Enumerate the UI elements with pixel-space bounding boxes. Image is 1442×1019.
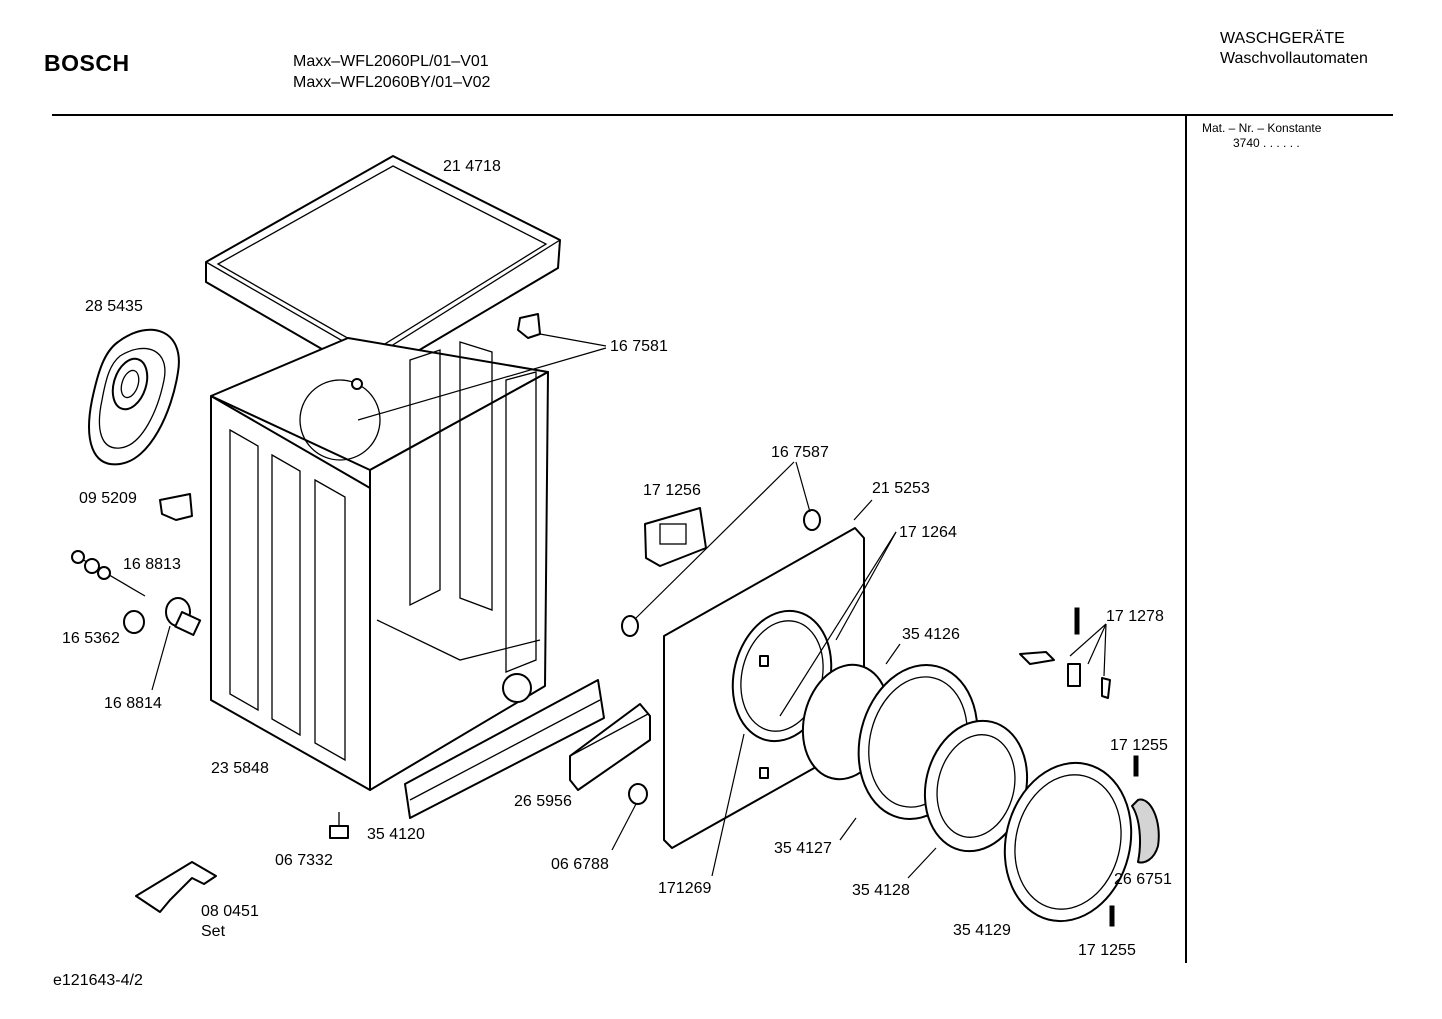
part-label: 21 5253 <box>872 480 930 497</box>
cabinet-housing-part <box>210 337 549 791</box>
pin-part <box>1109 755 1139 927</box>
door-outer-ring-part <box>1003 761 1133 923</box>
part-label: 16 7581 <box>610 338 668 355</box>
leader-lines <box>151 333 1107 879</box>
part-label: 09 5209 <box>79 490 137 507</box>
part-label: 35 4129 <box>953 922 1011 939</box>
mat-nr-value: 3740 . . . . . . <box>1233 136 1300 150</box>
part-label: 28 5435 <box>85 298 143 315</box>
door-lock-part <box>644 507 707 567</box>
header-divider <box>52 114 1393 116</box>
part-label: 17 1278 <box>1106 608 1164 625</box>
part-label: 16 8813 <box>123 556 181 573</box>
drawing-code: e121643-4/2 <box>53 972 143 989</box>
part-label: 17 1255 <box>1110 737 1168 754</box>
part-label: 17 1264 <box>899 524 957 541</box>
top-cover-part <box>205 155 561 379</box>
hinge-parts <box>1019 607 1111 699</box>
category-subtitle: Waschvollautomaten <box>1220 50 1368 67</box>
part-label: Set <box>201 923 226 940</box>
part-label: 08 0451 <box>201 903 259 920</box>
sidebar-divider <box>1185 115 1187 963</box>
part-label: 26 6751 <box>1114 871 1172 888</box>
category-title: WASCHGERÄTE <box>1220 30 1345 47</box>
brand-logo: BOSCH <box>44 50 130 76</box>
screw-bolt-part <box>71 550 146 597</box>
model-number-1: Maxx–WFL2060PL/01–V01 <box>293 53 489 70</box>
part-label: 16 7587 <box>771 444 829 461</box>
detergent-drawer-part <box>569 703 651 791</box>
hinge-bracket-part <box>517 313 541 339</box>
door-handle-part <box>1131 798 1160 864</box>
clip-part <box>159 493 193 521</box>
rear-cover-part <box>88 328 180 466</box>
plinth-panel-part <box>404 679 605 819</box>
part-label: 17 1255 <box>1078 942 1136 959</box>
door-catch-part <box>621 509 821 637</box>
part-label: 16 5362 <box>62 630 120 647</box>
transport-bolt-part <box>165 597 202 636</box>
part-label: 16 8814 <box>104 695 162 712</box>
cap-part <box>123 610 145 634</box>
foot-part <box>329 812 349 839</box>
part-label: 17 1256 <box>643 482 701 499</box>
part-label: 171269 <box>658 880 712 897</box>
part-label: 21 4718 <box>443 158 501 175</box>
wrench-tool-part <box>135 861 217 913</box>
part-label: 35 4126 <box>902 626 960 643</box>
part-label: 26 5956 <box>514 793 572 810</box>
drain-pump-cap-part <box>628 783 648 805</box>
part-label: 35 4128 <box>852 882 910 899</box>
part-label: 06 7332 <box>275 852 333 869</box>
part-label: 35 4120 <box>367 826 425 843</box>
mat-nr-label: Mat. – Nr. – Konstante <box>1202 121 1322 135</box>
door-glass-part <box>923 719 1029 853</box>
model-number-2: Maxx–WFL2060BY/01–V02 <box>293 74 491 91</box>
part-label: 23 5848 <box>211 760 269 777</box>
part-label: 06 6788 <box>551 856 609 873</box>
part-label: 35 4127 <box>774 840 832 857</box>
